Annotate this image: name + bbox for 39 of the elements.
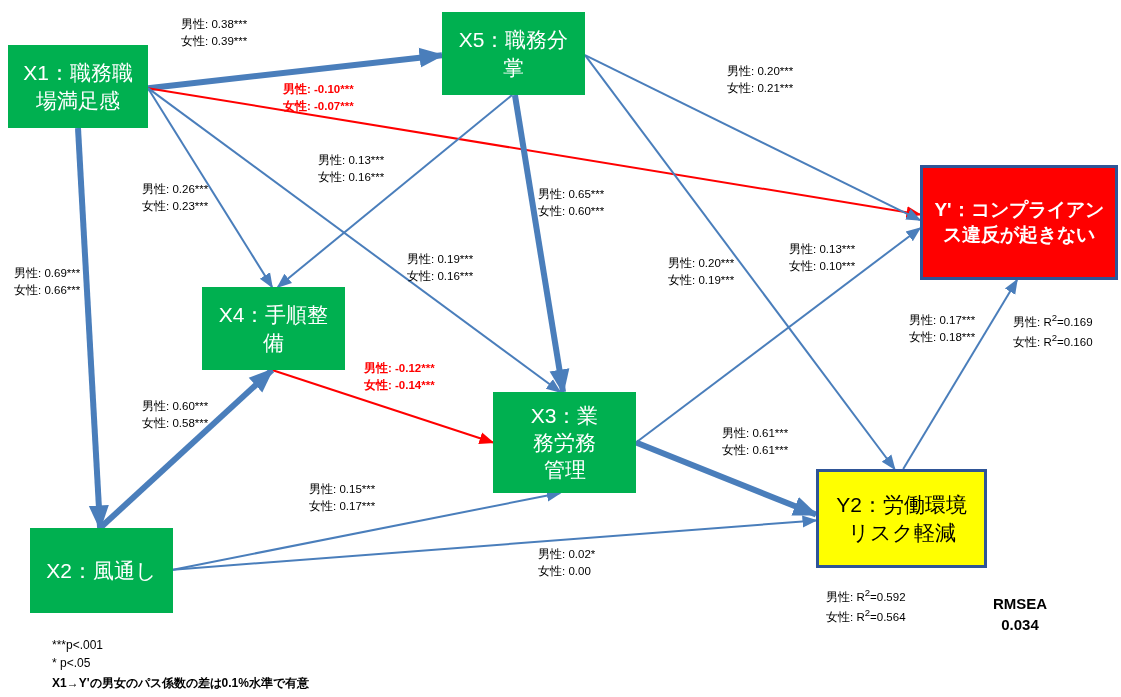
path-arrow [147, 87, 922, 219]
variable-box: X1：職務職場満足感 [8, 45, 148, 128]
path-arrow [147, 87, 562, 393]
path-arrow [902, 278, 1018, 470]
edge-label: 男性: 0.15*** 女性: 0.17*** [309, 482, 377, 515]
significance-note: ***p<.001 [52, 638, 104, 652]
path-arrow [584, 54, 896, 471]
path-arrow [75, 127, 109, 531]
r-squared-text: 男性: R$^{2}$=0.592 女性: R$^{2}$=0.564 [826, 586, 907, 625]
path-arrow [271, 369, 495, 444]
footnote: X1→Y'の男女のパス係数の差は0.1%水準で有意 [52, 675, 309, 692]
edge-label: 男性: 0.13*** 女性: 0.16*** [318, 153, 386, 186]
fit-index-text: RMSEA 0.034 [991, 594, 1049, 635]
path-arrow [511, 94, 570, 395]
significance-note: * p<.05 [52, 656, 91, 670]
path-arrow [276, 94, 514, 288]
edge-label: 男性: 0.65*** 女性: 0.60*** [538, 187, 606, 220]
path-arrow [584, 54, 922, 222]
edge-label: 男性: 0.19*** 女性: 0.16*** [407, 252, 475, 285]
variable-box: X4：手順整備 [202, 287, 345, 370]
path-arrow [172, 515, 818, 571]
edge-label: 男性: 0.61*** 女性: 0.61*** [722, 426, 790, 459]
variable-box: Y'：コンプライアンス違反が起きない [920, 165, 1118, 280]
edge-label: 男性: 0.20*** 女性: 0.19*** [668, 256, 736, 289]
path-arrow [635, 227, 922, 444]
edge-label: 男性: 0.60*** 女性: 0.58*** [142, 399, 210, 432]
edge-label: 男性: -0.12*** 女性: -0.14*** [364, 361, 436, 394]
variable-box: Y2：労働環境リスク軽減 [816, 469, 987, 568]
r-squared-text: 男性: R$^{2}$=0.169 女性: R$^{2}$=0.160 [1013, 311, 1094, 350]
edge-label: 男性: 0.38*** 女性: 0.39*** [181, 17, 249, 50]
edge-label: 男性: 0.26*** 女性: 0.23*** [142, 182, 210, 215]
variable-box: X5：職務分掌 [442, 12, 585, 95]
variable-box: X3：業務労務管理 [493, 392, 636, 493]
edge-label: 男性: 0.02* 女性: 0.00 [538, 547, 597, 580]
variable-box: X2：風通し [30, 528, 173, 613]
edge-label: 男性: 0.13*** 女性: 0.10*** [789, 242, 857, 275]
edge-label: 男性: 0.69*** 女性: 0.66*** [14, 266, 82, 299]
edge-label: 男性: 0.17*** 女性: 0.18*** [909, 313, 977, 346]
edge-label: 男性: 0.20*** 女性: 0.21*** [727, 64, 795, 97]
